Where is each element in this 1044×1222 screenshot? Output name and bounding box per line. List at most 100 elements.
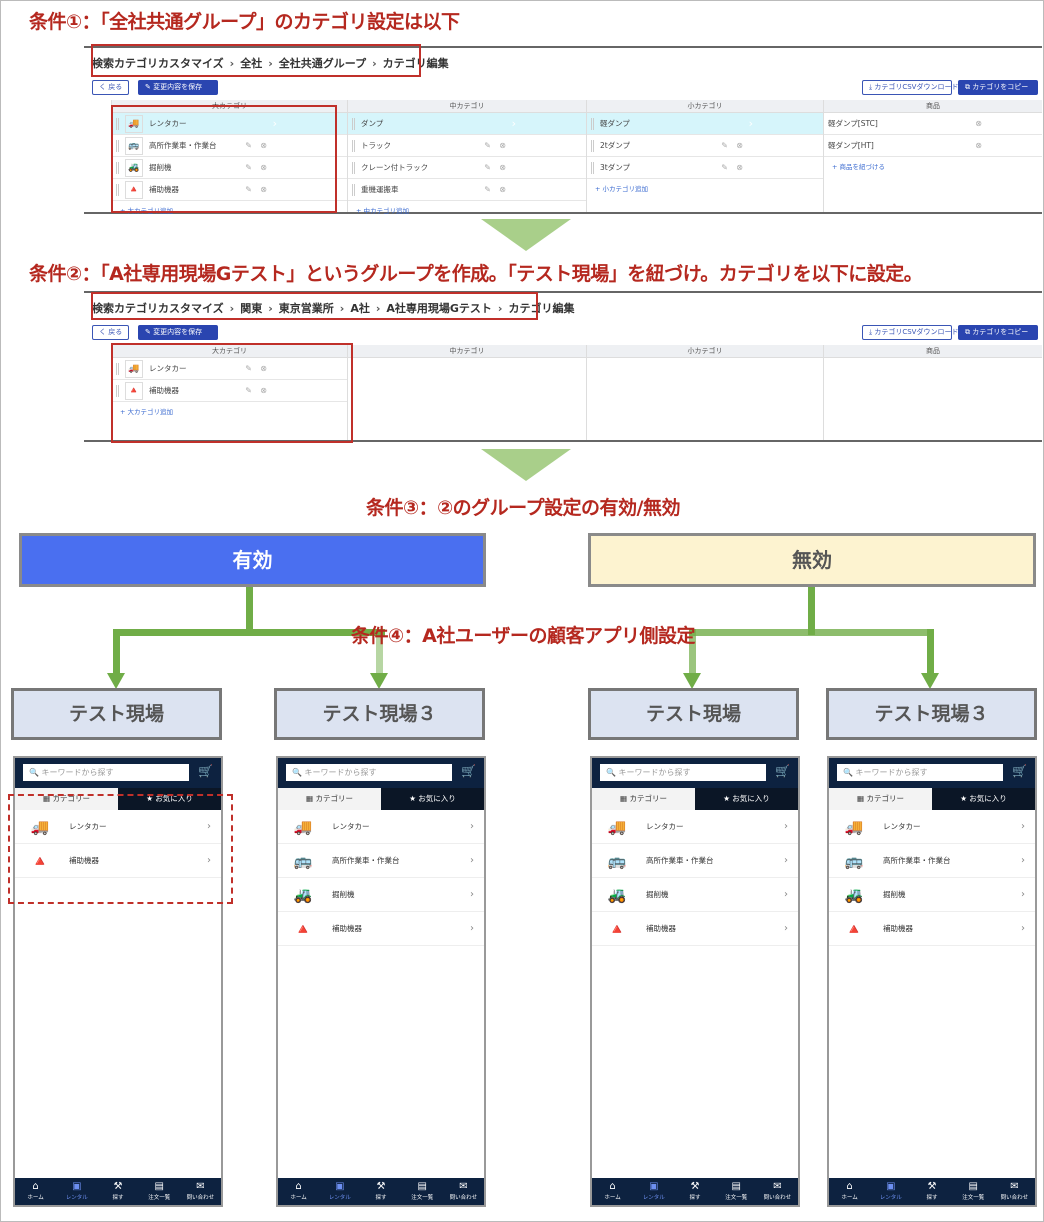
category-list-item[interactable]: 🚚レンタカー› — [829, 810, 1035, 844]
category-row[interactable]: 軽ダンプ› — [587, 113, 823, 135]
category-row[interactable]: クレーン付トラック✎⊗ — [348, 157, 586, 179]
back-button[interactable]: く 戻る — [92, 325, 130, 340]
delete-icon[interactable]: ⊗ — [736, 141, 743, 150]
drag-handle-icon[interactable] — [352, 183, 355, 196]
drag-handle-icon[interactable] — [116, 139, 119, 152]
drag-handle-icon[interactable] — [591, 161, 594, 174]
nav-item[interactable]: ▤注文一覧 — [953, 1178, 994, 1205]
nav-item[interactable]: ⚒探す — [674, 1178, 715, 1205]
edit-icon[interactable]: ✎ — [721, 141, 728, 150]
category-list-item[interactable]: 🚌高所作業車・作業台› — [829, 844, 1035, 878]
category-row[interactable]: 3tダンプ✎⊗ — [587, 157, 823, 179]
edit-icon[interactable]: ✎ — [245, 185, 252, 194]
nav-item[interactable]: ✉問い合わせ — [443, 1178, 484, 1205]
category-list-item[interactable]: 🚚レンタカー› — [15, 810, 221, 844]
tab-favorites[interactable]: ★ お気に入り — [381, 788, 484, 810]
category-list-item[interactable]: 🚜掘削機› — [829, 878, 1035, 912]
edit-icon[interactable]: ✎ — [721, 163, 728, 172]
drag-handle-icon[interactable] — [116, 183, 119, 196]
search-input[interactable]: 🔍 キーワードから探す — [837, 764, 1003, 781]
tab-category[interactable]: ▦ カテゴリー — [15, 788, 118, 810]
edit-icon[interactable]: ✎ — [245, 364, 252, 373]
category-list-item[interactable]: 🚜掘削機› — [592, 878, 798, 912]
drag-handle-icon[interactable] — [591, 139, 594, 152]
breadcrumb-item[interactable]: 関東 — [240, 302, 263, 315]
nav-item[interactable]: ▣レンタル — [319, 1178, 360, 1205]
copy-category-button[interactable]: ⧉ カテゴリをコピー — [958, 325, 1038, 340]
drag-handle-icon[interactable] — [352, 139, 355, 152]
delete-icon[interactable]: ⊗ — [499, 185, 506, 194]
cart-icon[interactable]: 🛒 — [461, 764, 476, 778]
tab-category[interactable]: ▦ カテゴリー — [592, 788, 695, 810]
category-row[interactable]: 🚚レンタカー✎⊗ — [112, 358, 347, 380]
category-row[interactable]: 軽ダンプ[STC]⊗ — [824, 113, 1042, 135]
cart-icon[interactable]: 🛒 — [775, 764, 790, 778]
nav-item[interactable]: ⌂ホーム — [829, 1178, 870, 1205]
breadcrumb-item[interactable]: A社 — [350, 302, 370, 315]
drag-handle-icon[interactable] — [591, 117, 594, 130]
edit-icon[interactable]: ✎ — [245, 386, 252, 395]
search-input[interactable]: 🔍 キーワードから探す — [600, 764, 766, 781]
tab-favorites[interactable]: ★ お気に入り — [695, 788, 798, 810]
category-list-item[interactable]: 🚜掘削機› — [278, 878, 484, 912]
save-button[interactable]: ✎ 変更内容を保存 — [138, 80, 218, 95]
category-list-item[interactable]: 🔺補助機器› — [829, 912, 1035, 946]
nav-item[interactable]: ⌂ホーム — [15, 1178, 56, 1205]
drag-handle-icon[interactable] — [116, 117, 119, 130]
cart-icon[interactable]: 🛒 — [1012, 764, 1027, 778]
delete-icon[interactable]: ⊗ — [499, 141, 506, 150]
nav-item[interactable]: ⌂ホーム — [592, 1178, 633, 1205]
edit-icon[interactable]: ✎ — [484, 141, 491, 150]
delete-icon[interactable]: ⊗ — [736, 163, 743, 172]
category-row[interactable]: 🔺補助機器✎⊗ — [112, 179, 347, 201]
nav-item[interactable]: ✉問い合わせ — [757, 1178, 798, 1205]
add-category-link[interactable]: + 大カテゴリ追加 — [120, 408, 174, 416]
remove-icon[interactable]: ⊗ — [975, 119, 982, 128]
category-row[interactable]: 🚜掘削機✎⊗ — [112, 157, 347, 179]
category-row[interactable]: 2tダンプ✎⊗ — [587, 135, 823, 157]
drag-handle-icon[interactable] — [352, 161, 355, 174]
nav-item[interactable]: ▤注文一覧 — [402, 1178, 443, 1205]
drag-handle-icon[interactable] — [352, 117, 355, 130]
category-list-item[interactable]: 🔺補助機器› — [15, 844, 221, 878]
edit-icon[interactable]: ✎ — [245, 141, 252, 150]
search-input[interactable]: 🔍 キーワードから探す — [286, 764, 452, 781]
category-list-item[interactable]: 🚌高所作業車・作業台› — [592, 844, 798, 878]
delete-icon[interactable]: ⊗ — [260, 141, 267, 150]
cart-icon[interactable]: 🛒 — [198, 764, 213, 778]
drag-handle-icon[interactable] — [116, 384, 119, 397]
category-list-item[interactable]: 🚌高所作業車・作業台› — [278, 844, 484, 878]
tab-favorites[interactable]: ★ お気に入り — [118, 788, 221, 810]
breadcrumb-item[interactable]: 全社共通グループ — [278, 57, 367, 70]
delete-icon[interactable]: ⊗ — [260, 386, 267, 395]
breadcrumb-item[interactable]: A社専用現場Gテスト — [386, 302, 492, 315]
breadcrumb-item[interactable]: 検索カテゴリカスタマイズ — [92, 57, 224, 70]
edit-icon[interactable]: ✎ — [484, 163, 491, 172]
tab-category[interactable]: ▦ カテゴリー — [278, 788, 381, 810]
nav-item[interactable]: ▤注文一覧 — [139, 1178, 180, 1205]
nav-item[interactable]: ▣レンタル — [633, 1178, 674, 1205]
remove-icon[interactable]: ⊗ — [975, 141, 982, 150]
category-list-item[interactable]: 🚚レンタカー› — [278, 810, 484, 844]
csv-download-button[interactable]: ⤓ カテゴリCSVダウンロード — [862, 325, 958, 340]
nav-item[interactable]: ▣レンタル — [56, 1178, 97, 1205]
category-row[interactable]: 軽ダンプ[HT]⊗ — [824, 135, 1042, 157]
breadcrumb-item[interactable]: 検索カテゴリカスタマイズ — [92, 302, 224, 315]
delete-icon[interactable]: ⊗ — [260, 364, 267, 373]
tab-favorites[interactable]: ★ お気に入り — [932, 788, 1035, 810]
search-input[interactable]: 🔍 キーワードから探す — [23, 764, 189, 781]
delete-icon[interactable]: ⊗ — [499, 163, 506, 172]
csv-download-button[interactable]: ⤓ カテゴリCSVダウンロード — [862, 80, 958, 95]
drag-handle-icon[interactable] — [116, 362, 119, 375]
save-button[interactable]: ✎ 変更内容を保存 — [138, 325, 218, 340]
delete-icon[interactable]: ⊗ — [260, 185, 267, 194]
nav-item[interactable]: ✉問い合わせ — [180, 1178, 221, 1205]
nav-item[interactable]: ⚒探す — [911, 1178, 952, 1205]
nav-item[interactable]: ▣レンタル — [870, 1178, 911, 1205]
category-row[interactable]: トラック✎⊗ — [348, 135, 586, 157]
breadcrumb-item[interactable]: 全社 — [240, 57, 263, 70]
add-category-link[interactable]: + 商品を紐づける — [832, 163, 886, 171]
nav-item[interactable]: ✉問い合わせ — [994, 1178, 1035, 1205]
category-row[interactable]: 重機運搬車✎⊗ — [348, 179, 586, 201]
breadcrumb-item[interactable]: 東京営業所 — [278, 302, 334, 315]
